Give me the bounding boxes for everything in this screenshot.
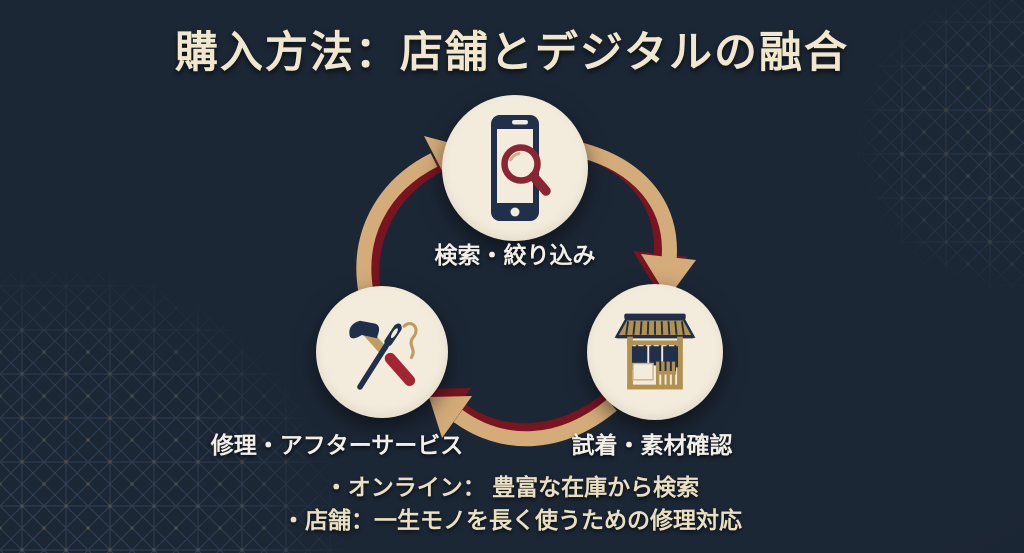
note-store: ・店舗：一生モノを長く使うための修理対応 — [282, 507, 742, 533]
storefront-icon — [614, 313, 696, 390]
page-title: 購入方法：店舗とデジタルの融合 — [174, 30, 850, 77]
label-tryon-material: 試着・素材確認 — [571, 432, 733, 458]
cycle-node-store — [587, 284, 723, 420]
label-repair-afterservice: 修理・アフターサービス — [210, 432, 464, 458]
arrow-store-to-repair — [428, 388, 617, 447]
cycle-node-search — [442, 95, 588, 241]
note-online: ・オンライン： 豊富な在庫から検索 — [324, 474, 700, 500]
repair-tools-icon — [349, 320, 418, 390]
notes-block: ・オンライン： 豊富な在庫から検索 ・店舗：一生モノを長く使うための修理対応 — [0, 471, 1024, 537]
cycle-node-repair — [316, 286, 448, 418]
smartphone-search-icon — [491, 115, 551, 221]
label-search-filter: 検索・絞り込み — [434, 242, 596, 268]
